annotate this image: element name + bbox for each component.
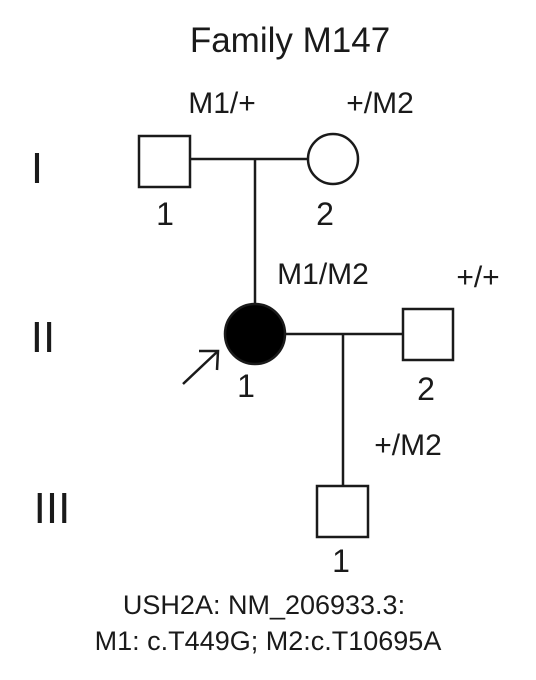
pedigree-title: Family M147 [190, 21, 390, 60]
individual-II-1-affected-female-circle [223, 302, 287, 366]
individual-I-2-female-circle [306, 132, 360, 186]
generation-label-I: I [31, 144, 43, 193]
genotype-I-1: M1/+ [188, 87, 256, 120]
individual-I-1-male-square [137, 134, 192, 189]
individual-number-II-2: 2 [417, 371, 435, 407]
individual-number-I-1: 1 [156, 196, 174, 232]
individual-number-II-1: 1 [237, 368, 255, 404]
individual-II-2-male-square [401, 307, 455, 362]
gene-reference-line: USH2A: NM_206933.3: [123, 590, 405, 620]
genotype-II-1: M1/M2 [277, 258, 369, 291]
generation-label-II: II [31, 313, 55, 362]
proband-arrow-icon [182, 349, 220, 385]
generation-label-III: III [34, 484, 71, 533]
mutation-legend-line: M1: c.T449G; M2:c.T10695A [95, 626, 442, 656]
genotype-II-2: +/+ [456, 261, 499, 294]
individual-III-1-male-square [315, 484, 370, 539]
genotype-III-1: +/M2 [374, 429, 442, 462]
genotype-I-2: +/M2 [346, 87, 414, 120]
individual-number-I-2: 2 [316, 196, 334, 232]
individual-number-III-1: 1 [332, 543, 350, 579]
